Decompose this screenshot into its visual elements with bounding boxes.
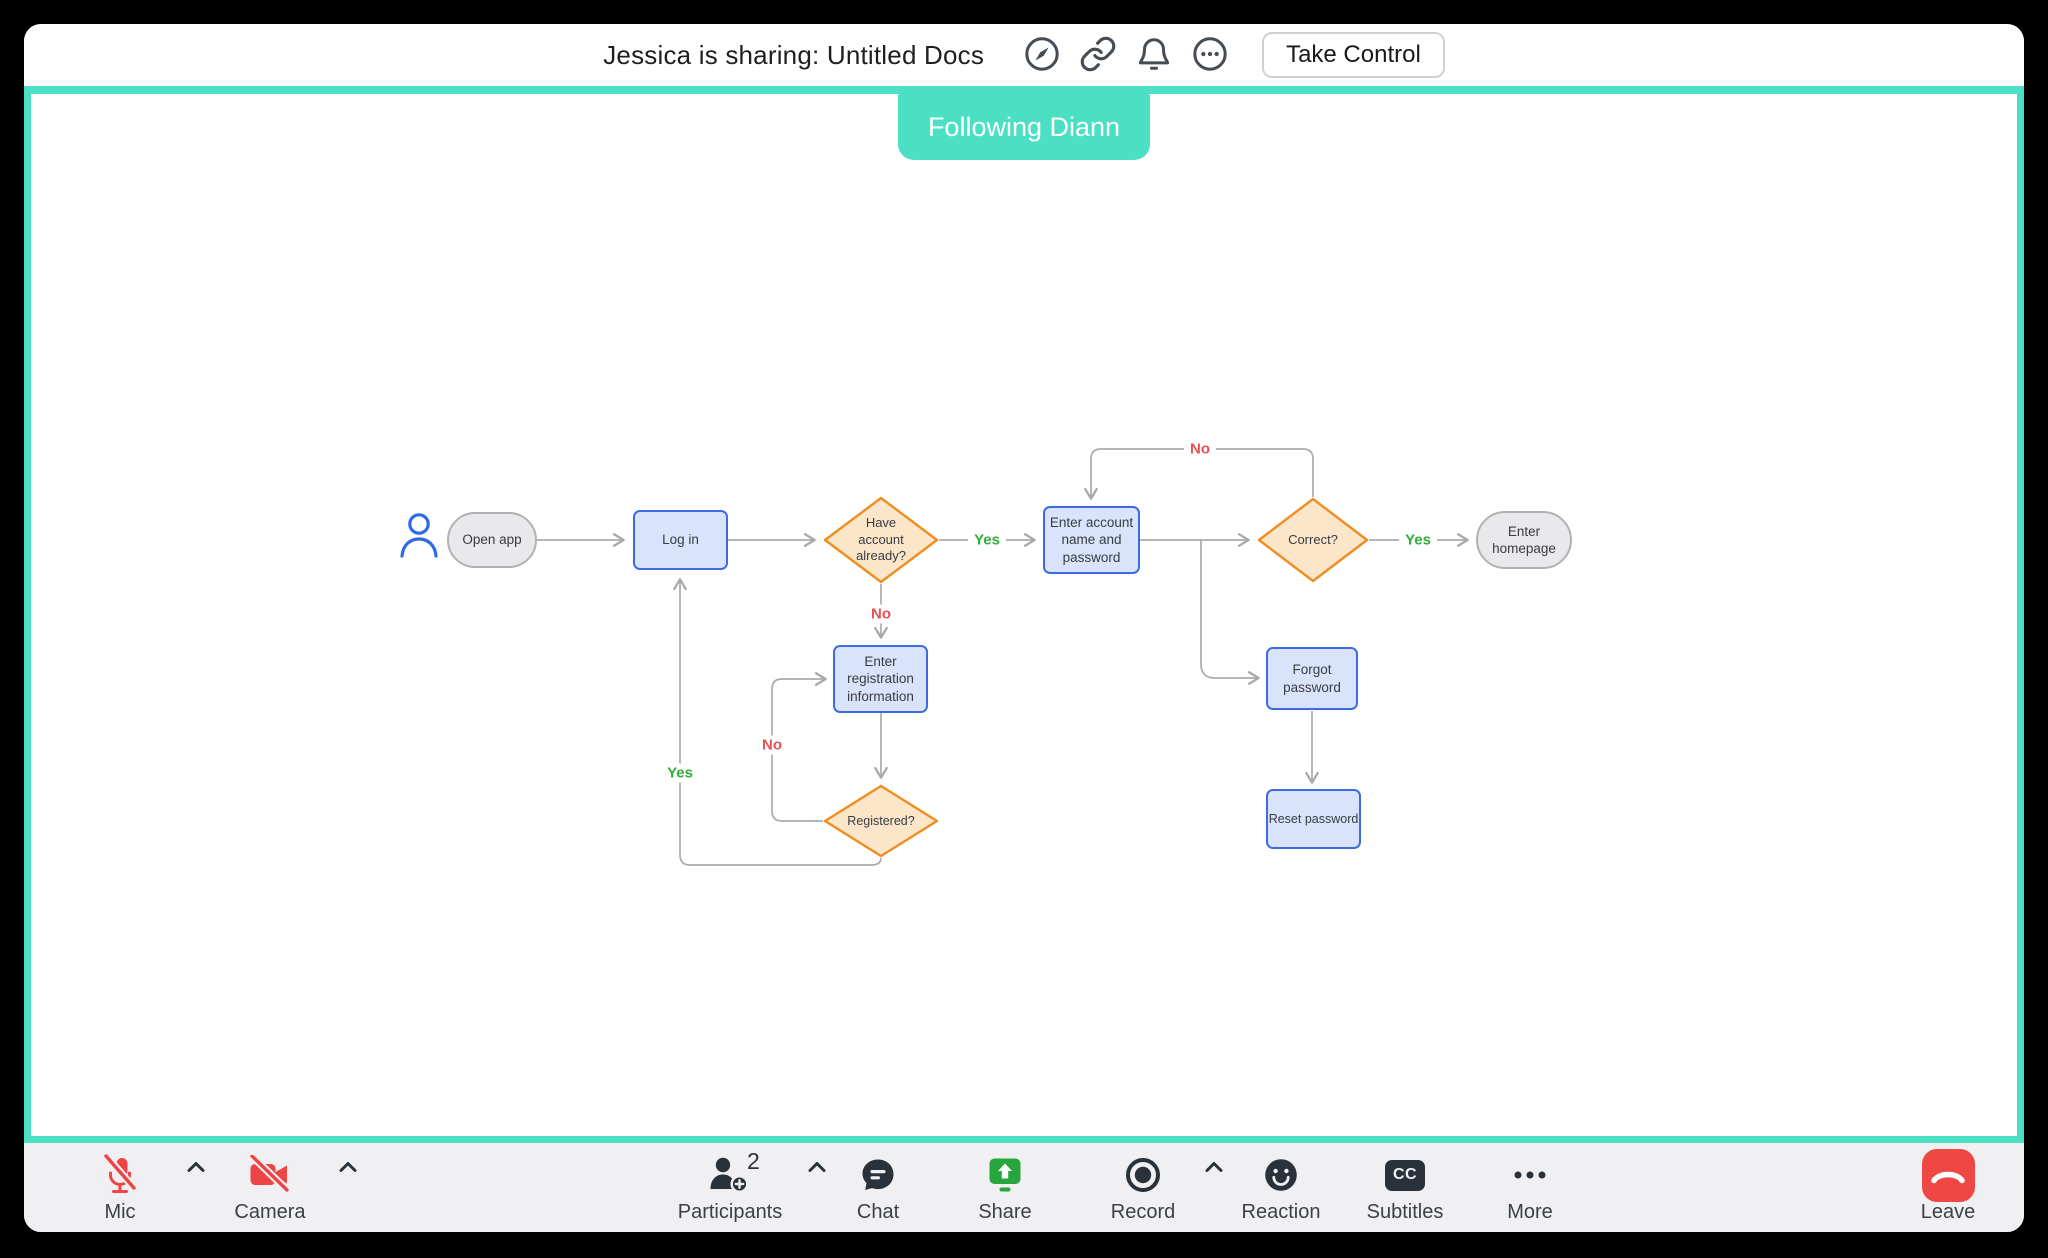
camera-button[interactable]: Camera [185, 1150, 355, 1224]
copy-link-button[interactable] [1078, 35, 1118, 75]
leave-button[interactable]: Leave [1863, 1148, 2024, 1224]
edge-label-no: No [865, 604, 897, 624]
subtitles-button[interactable]: CC Subtitles [1320, 1150, 1490, 1224]
chat-icon [793, 1150, 963, 1200]
user-actor-icon [396, 512, 442, 567]
edge-label-no: No [756, 735, 788, 755]
sharing-title: Jessica is sharing: Untitled Docs [603, 39, 985, 70]
flow-node-enter-registration: Enter registration information [833, 645, 928, 713]
take-control-button[interactable]: Take Control [1262, 32, 1445, 78]
participants-button[interactable]: Participants 2 [645, 1148, 815, 1224]
chat-button[interactable]: Chat [793, 1150, 963, 1224]
flow-node-log-in: Log in [633, 510, 728, 570]
flowchart-edges [537, 448, 1469, 866]
meeting-header: Jessica is sharing: Untitled Docs [24, 24, 2024, 86]
flow-node-forgot-password: Forgot password [1266, 647, 1358, 710]
mic-button[interactable]: Mic [35, 1150, 205, 1224]
flow-node-enter-account: Enter account name and password [1043, 506, 1140, 574]
more-dots-icon [1445, 1150, 1615, 1200]
edge-label-yes: Yes [1399, 530, 1437, 550]
subtitles-cc-icon: CC [1385, 1159, 1425, 1191]
notifications-button[interactable] [1134, 35, 1174, 75]
record-button[interactable]: Record [1058, 1150, 1228, 1224]
share-button[interactable]: Share [920, 1150, 1090, 1224]
participants-icon [645, 1150, 815, 1200]
flowchart-canvas: Open app Log in Have account already? En… [31, 94, 2017, 1136]
meeting-toolbar: Mic Camera [24, 1143, 2024, 1232]
share-screen-icon [920, 1150, 1090, 1200]
camera-menu-chevron[interactable] [338, 1160, 358, 1176]
meeting-window: Jessica is sharing: Untitled Docs [24, 24, 2024, 1232]
reaction-smiley-icon [1196, 1150, 1366, 1200]
record-menu-chevron[interactable] [1204, 1160, 1224, 1176]
bell-icon [1135, 35, 1173, 76]
shared-screen-area: Open app Log in Have account already? En… [24, 86, 2024, 1143]
following-badge[interactable]: Following Diann [898, 94, 1150, 160]
more-button[interactable]: More [1445, 1150, 1615, 1224]
flow-node-correct: Correct? [1257, 497, 1369, 583]
flow-node-have-account: Have account already? [823, 496, 939, 584]
participants-count: 2 [747, 1148, 760, 1174]
mic-menu-chevron[interactable] [186, 1160, 206, 1176]
compass-icon [1023, 35, 1061, 76]
edge-label-yes: Yes [661, 763, 699, 783]
participants-menu-chevron[interactable] [807, 1160, 827, 1176]
edge-label-yes: Yes [968, 530, 1006, 550]
edge-label-no: No [1184, 439, 1216, 459]
flow-node-reset-password: Reset password [1266, 789, 1361, 849]
more-header-options-button[interactable] [1190, 35, 1230, 75]
record-icon [1058, 1150, 1228, 1200]
link-icon [1079, 35, 1117, 76]
leave-call-icon [1921, 1148, 1975, 1202]
reaction-button[interactable]: Reaction [1196, 1150, 1366, 1224]
more-options-icon [1191, 35, 1229, 76]
camera-off-icon [185, 1150, 355, 1200]
flow-node-registered: Registered? [823, 784, 939, 858]
mic-muted-icon [35, 1150, 205, 1200]
flow-node-enter-homepage: Enter homepage [1476, 511, 1572, 569]
flow-node-open-app: Open app [447, 512, 537, 568]
navigate-button[interactable] [1022, 35, 1062, 75]
